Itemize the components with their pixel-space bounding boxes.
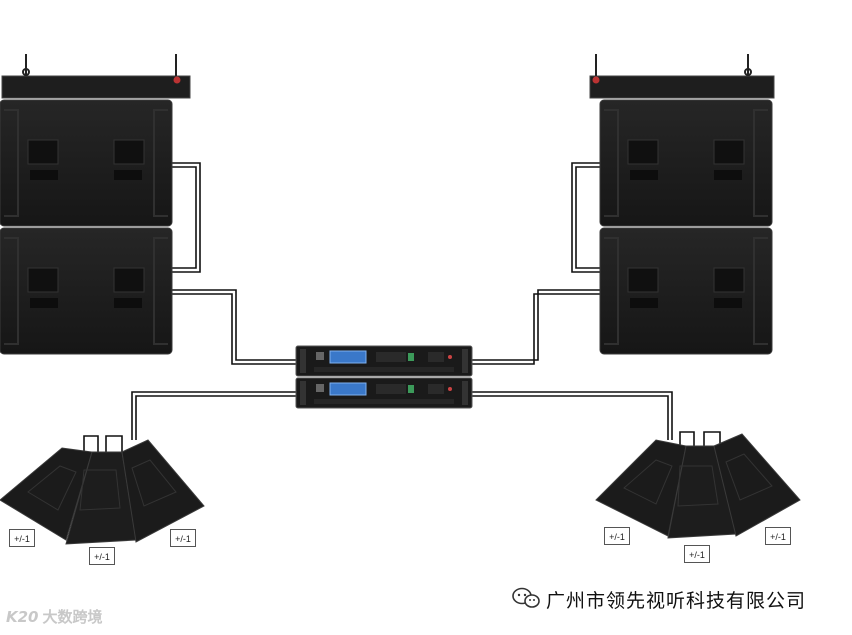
company-brand: 广州市领先视听科技有限公司 — [546, 586, 806, 612]
left-cabinet-top — [0, 99, 173, 227]
amplifier-1 — [295, 345, 473, 377]
left-sub-links — [83, 435, 123, 452]
right-rigging-frame — [589, 54, 775, 99]
watermark-text: 大数跨境 — [42, 608, 103, 626]
left-cabinet-bottom — [0, 227, 173, 355]
angle-tag-left-1: +/-1 — [9, 529, 35, 547]
left-line-array — [0, 54, 191, 355]
angle-tag-left-2: +/-1 — [89, 547, 115, 565]
right-cabinet-top — [599, 99, 773, 227]
right-subwoofer-arc — [595, 431, 801, 539]
right-line-array — [589, 54, 775, 355]
left-rigging-frame — [1, 54, 191, 99]
watermark-logo: K20 — [6, 607, 39, 626]
angle-tag-right-3: +/-1 — [765, 527, 791, 545]
wechat-icon — [512, 587, 540, 608]
amplifier-2 — [295, 377, 473, 409]
right-sub-3 — [713, 433, 801, 537]
right-sub-links — [679, 431, 721, 448]
left-sub-3 — [121, 439, 205, 543]
angle-tag-right-1: +/-1 — [604, 527, 630, 545]
right-cabinet-bottom — [599, 227, 773, 355]
left-subwoofer-arc — [0, 435, 205, 545]
angle-tag-right-2: +/-1 — [684, 545, 710, 563]
company-name: 广州市领先视听科技有限公司 — [546, 589, 807, 612]
watermark: K20 大数跨境 — [6, 606, 103, 627]
angle-tag-left-3: +/-1 — [170, 529, 196, 547]
cables — [131, 162, 673, 440]
